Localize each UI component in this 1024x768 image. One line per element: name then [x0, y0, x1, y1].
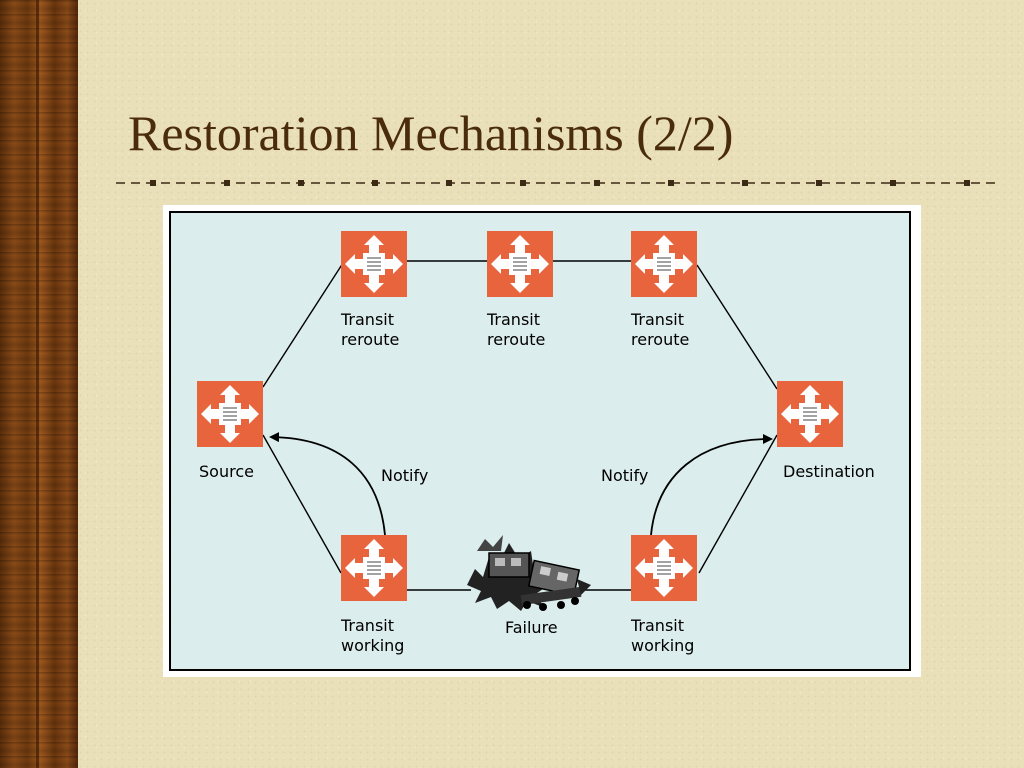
wrecked-train-icon	[467, 535, 591, 611]
notify-label-right: Notify	[601, 466, 648, 485]
transit-reroute-node-2-icon	[486, 230, 554, 298]
notify-arrow-left	[269, 432, 386, 536]
wood-border	[0, 0, 78, 768]
source-node-icon	[196, 380, 264, 448]
transit-working-node-2-icon	[630, 534, 698, 602]
source-label: Source	[199, 462, 254, 481]
transit-reroute-node-1-icon	[340, 230, 408, 298]
transit-working-node-1-icon	[340, 534, 408, 602]
slide-title: Restoration Mechanisms (2/2)	[128, 105, 734, 161]
transit-reroute-node-3-icon	[630, 230, 698, 298]
destination-label: Destination	[783, 462, 875, 481]
destination-node-icon	[776, 380, 844, 448]
notify-arrow-right	[650, 434, 773, 536]
notify-label-left: Notify	[381, 466, 428, 485]
title-divider	[116, 180, 996, 186]
diagram-links	[262, 260, 778, 591]
failure-label: Failure	[505, 618, 558, 637]
